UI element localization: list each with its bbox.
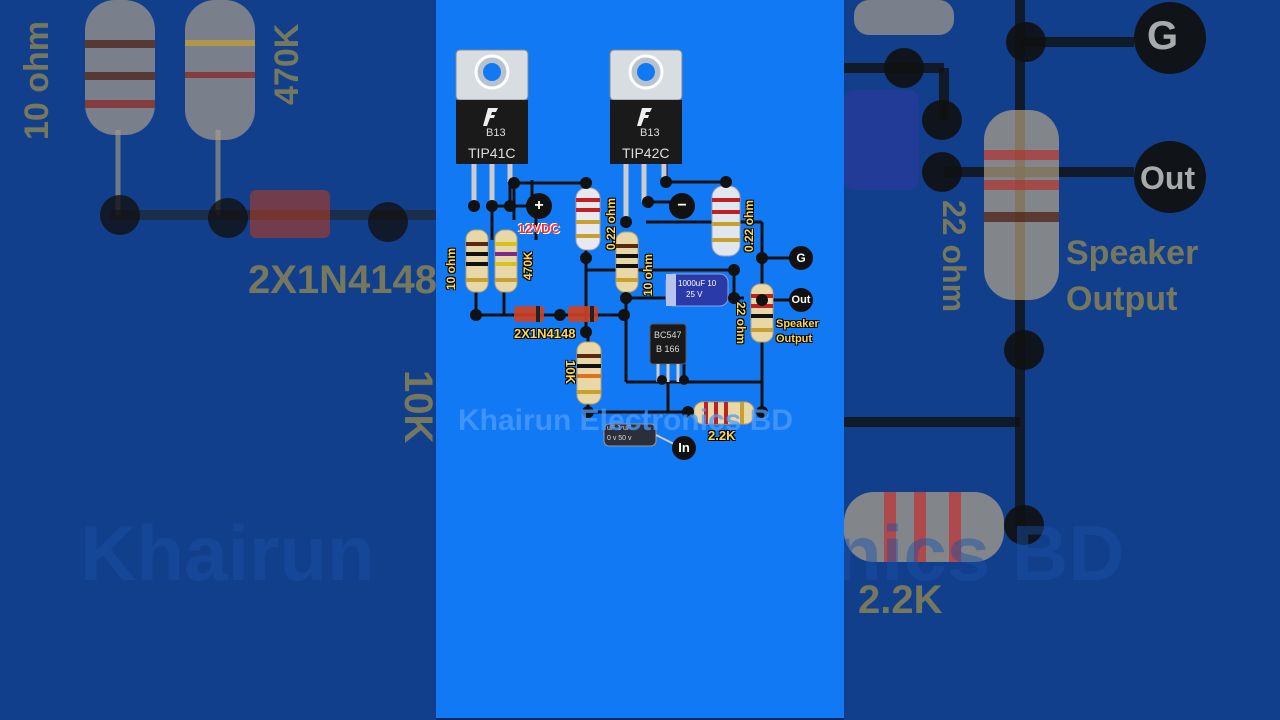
bg-node-out: Out [1140,160,1196,196]
bg-label-22ohm: 22 ohm [936,200,972,313]
label-10ohm-left: 10 ohm [444,247,458,290]
bc547-part: BC547 [654,330,682,340]
cap-small-text-1: uF 1 uF [607,425,632,432]
bg-label-diodes: 2X1N4148 [248,258,436,302]
label-speaker: Speaker [776,318,819,330]
tip41c-code: B13 [486,127,506,139]
bg-label-speaker: Speaker [1066,234,1199,272]
transistor-tip42c [609,49,683,222]
bg-left-shapes [85,0,436,242]
bg-right-shapes [844,0,1206,562]
cap-small-text-2: 0 v 50 v [607,435,632,442]
bg-right-watermark: nics BD [844,509,1125,597]
resistor-10ohm-left [465,229,489,293]
bc547-code: B 166 [656,344,680,354]
background-left-blur: 10 ohm 470K 2X1N4148 10K Khairun [0,0,436,720]
resistor-10k [576,341,602,405]
out-terminal: Out [789,288,813,312]
resistor-2.2k [693,401,755,425]
transistor-tip41c [455,49,529,206]
circuit-panel: B13 TIP41C B13 TIP42C BC547 B 166 1000uF… [436,0,844,718]
plus-terminal-icon: + [526,193,552,219]
supply-label: 12VDC [518,221,560,236]
resistor-470k [494,229,518,293]
label-022-left: 0.22 ohm [604,197,618,250]
circuit-diagram [455,49,801,449]
ground-terminal: G [789,246,813,270]
tip42c-part: TIP42C [622,145,670,161]
label-output: Output [776,333,813,345]
tip41c-part: TIP41C [468,145,516,161]
label-22ohm: 22 ohm [734,302,748,345]
wires [474,160,801,414]
background-right-blur: G Out 22 ohm Speaker Output 2.2K nics BD [844,0,1280,720]
label-diodes: 2X1N4148 [514,326,576,341]
cap-big-text-2: 25 V [686,290,703,299]
minus-terminal-icon: − [669,193,695,219]
label-470k: 470K [521,251,535,280]
junction-dots [468,176,768,418]
resistor-022-left [575,187,601,251]
bg-label-output: Output [1066,280,1178,318]
bg-label-2.2k: 2.2K [858,578,943,622]
bg-left-watermark: Khairun [80,509,375,597]
cap-big-text-1: 1000uF 10 [678,279,717,288]
diode-1 [514,306,544,322]
resistor-22ohm [750,283,774,343]
label-10ohm-mid: 10 ohm [641,253,655,296]
bg-node-g: G [1147,14,1179,58]
capacitor-1000uf [665,273,729,307]
label-022-right: 0.22 ohm [742,199,756,252]
resistor-10ohm-mid [615,231,639,293]
watermark: Khairun Electronics BD [458,404,794,437]
label-10k: 10K [563,360,578,384]
resistor-022-right [711,185,741,257]
diode-2 [568,306,598,322]
tip42c-code: B13 [640,127,660,139]
transistor-bc547 [649,323,687,382]
in-terminal: In [672,436,696,460]
label-2.2k: 2.2K [708,428,736,443]
